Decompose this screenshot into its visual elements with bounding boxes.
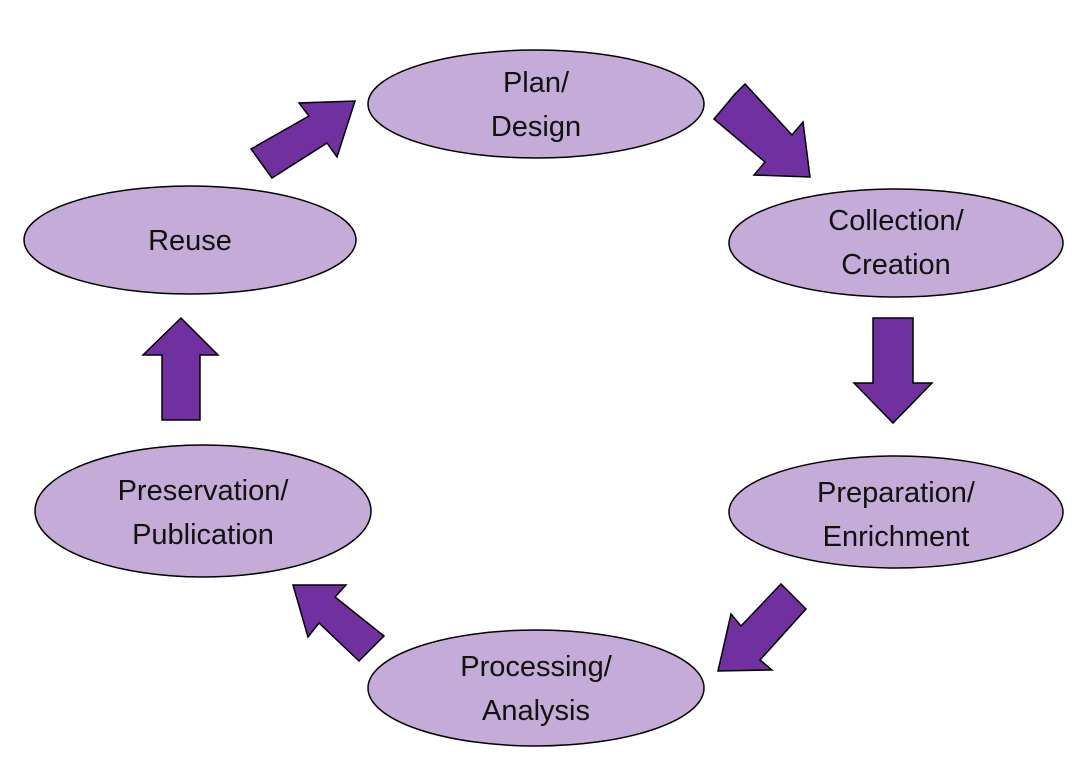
arrow-plan-to-collection (712, 82, 811, 178)
node-collection: Collection/ Creation (728, 188, 1064, 298)
node-preparation: Preparation/ Enrichment (728, 455, 1064, 569)
node-processing: Processing/ Analysis (367, 629, 705, 747)
node-preservation: Preservation/ Publication (34, 444, 372, 578)
node-collection-label-line1: Collection/ (828, 205, 964, 237)
node-processing-label-line1: Processing/ (460, 651, 612, 683)
arrow-collection-to-preparation (852, 317, 934, 425)
node-preservation-label-line1: Preservation/ (118, 475, 290, 507)
node-preservation-shape (34, 444, 372, 578)
arrow-processing-to-preservation (292, 584, 386, 663)
node-preparation-label-line1: Preparation/ (817, 477, 976, 509)
node-plan-shape (367, 49, 705, 159)
arrow-preparation-to-processing (717, 582, 808, 672)
node-reuse-shape (23, 185, 357, 295)
node-plan-label-line2: Design (491, 111, 581, 143)
node-processing-shape (367, 629, 705, 747)
node-collection-label-line2: Creation (841, 249, 951, 281)
node-processing-label-line2: Analysis (482, 695, 590, 727)
node-reuse: Reuse (23, 185, 357, 295)
node-collection-shape (728, 188, 1064, 298)
node-preparation-label-line2: Enrichment (823, 521, 970, 553)
node-preparation-shape (728, 455, 1064, 569)
node-plan: Plan/ Design (367, 49, 705, 159)
node-preservation-label-line2: Publication (132, 519, 274, 551)
node-plan-label-line1: Plan/ (503, 67, 570, 99)
arrow-reuse-to-plan (249, 100, 357, 180)
node-reuse-label: Reuse (148, 225, 232, 257)
arrow-preservation-to-reuse (141, 316, 220, 421)
